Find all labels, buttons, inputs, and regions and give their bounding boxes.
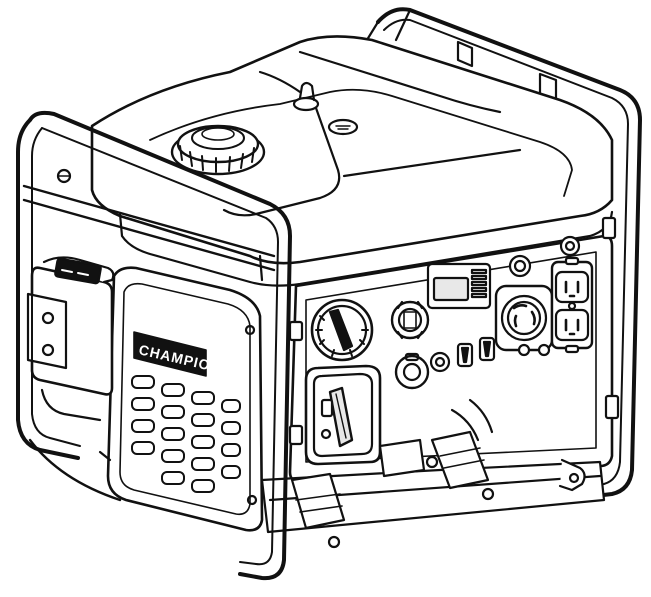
twist-lock-outlet-icon bbox=[494, 284, 554, 357]
usb-port-icon bbox=[390, 300, 430, 340]
duplex-outlet-icon bbox=[550, 256, 594, 354]
toggle-switch-icon bbox=[456, 336, 496, 368]
hour-meter-display bbox=[426, 262, 492, 310]
front-frame bbox=[16, 110, 292, 581]
breaker-button-icon bbox=[559, 235, 581, 257]
reset-button-icon bbox=[508, 254, 532, 278]
dc-outlet-icon bbox=[394, 352, 430, 390]
engine-switch-knob-icon bbox=[310, 298, 374, 362]
base-frame bbox=[260, 398, 606, 549]
recoil-start-handle-icon bbox=[304, 364, 382, 466]
indicator-light-icon bbox=[429, 351, 451, 373]
air-filter-box bbox=[26, 256, 115, 422]
cooling-vents bbox=[131, 375, 241, 493]
engine-side-cover: CHAMPION bbox=[106, 266, 264, 532]
